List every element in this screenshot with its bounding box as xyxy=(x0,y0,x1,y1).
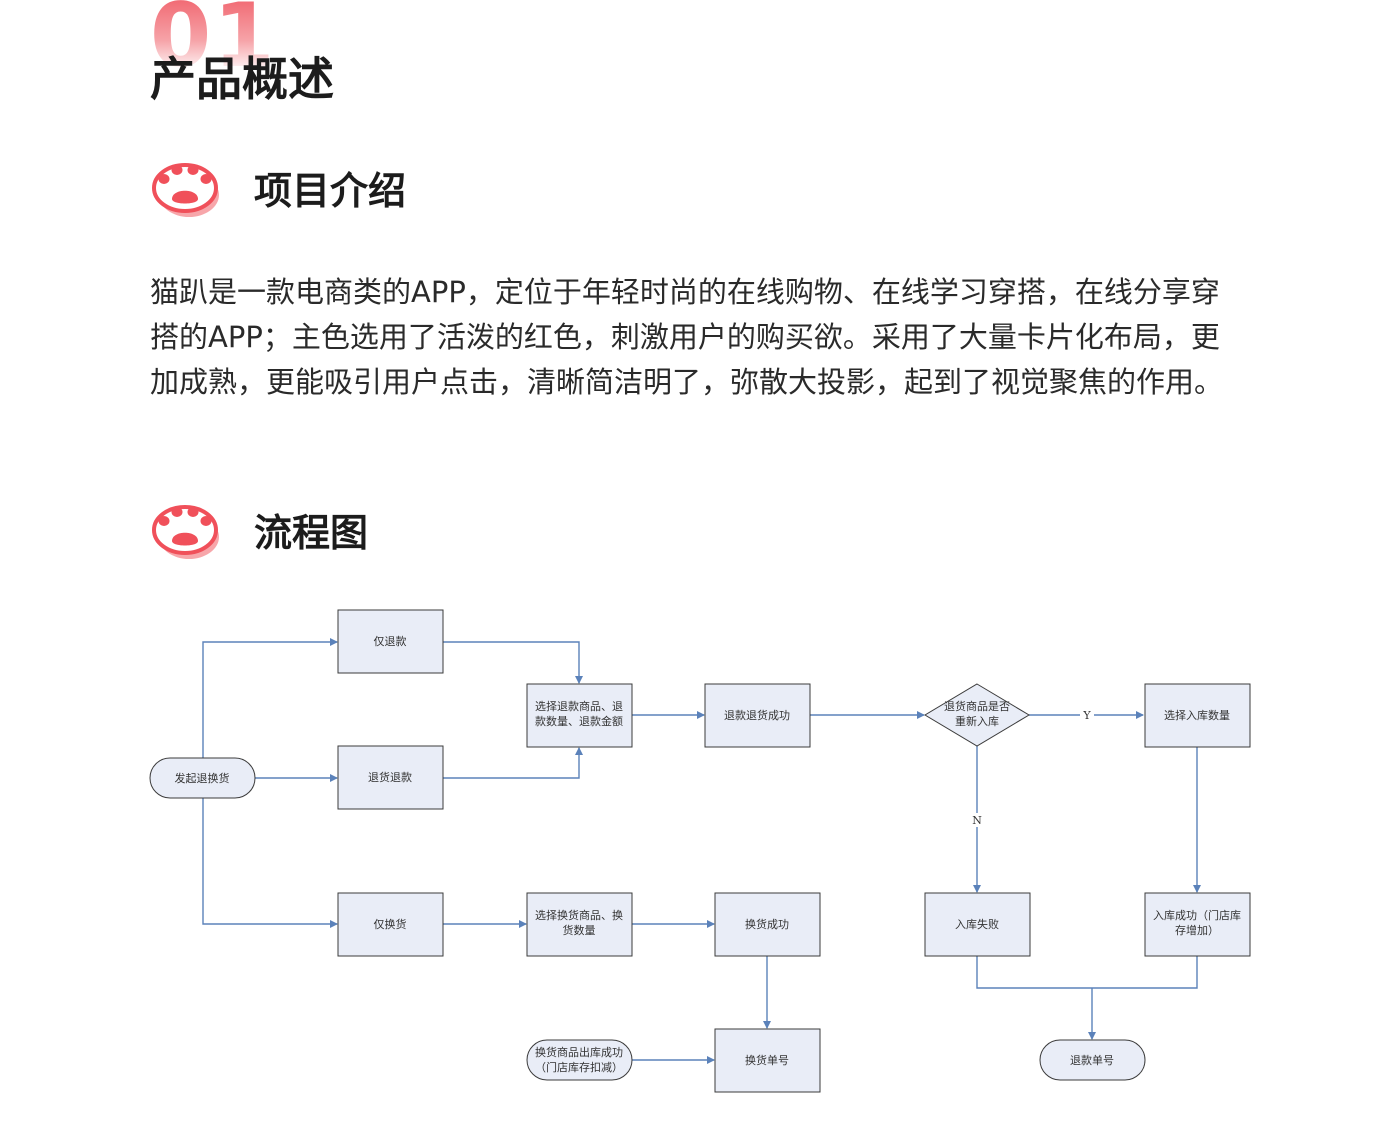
select-refund-node xyxy=(526,683,633,748)
select-exchange-label-2: 货数量 xyxy=(563,923,596,937)
exchange-only-label: 仅换货 xyxy=(374,917,407,931)
decision-label-2: 重新入库 xyxy=(955,714,999,728)
subsection-title: 项目介绍 xyxy=(254,169,407,213)
exchange-out-label-1: 换货商品出库成功 xyxy=(535,1045,623,1059)
flowchart: Y N 发起退换货 仅退款 退货退款 仅换货 选择退款商品、退 款数量、退款金额… xyxy=(149,609,1251,1093)
start-node-label: 发起退换货 xyxy=(175,771,230,785)
paw-icon xyxy=(152,163,219,217)
stock-success-label-2: 存增加） xyxy=(1175,923,1219,937)
refund-only-label: 仅退款 xyxy=(374,634,407,648)
section-number: 01 xyxy=(150,0,276,80)
no-label: N xyxy=(972,814,982,827)
refund-no-label: 退款单号 xyxy=(1070,1053,1114,1067)
select-qty-label: 选择入库数量 xyxy=(1164,708,1230,722)
return-refund-node xyxy=(337,745,444,810)
stock-fail-node xyxy=(924,892,1031,957)
return-refund-label: 退货退款 xyxy=(368,770,412,784)
paw-icon xyxy=(152,505,219,559)
flow-connectors xyxy=(202,638,1201,1064)
stock-fail-label: 入库失败 xyxy=(955,917,999,931)
exchange-success-node xyxy=(714,892,821,957)
refund-only-node xyxy=(337,609,444,674)
start-node xyxy=(149,757,256,799)
refund-success-node xyxy=(704,683,811,748)
intro-paragraph: 猫趴是一款电商类的APP，定位于年轻时尚的在线购物、在线学习穿搭，在线分享穿搭的… xyxy=(150,275,1224,399)
yes-label: Y xyxy=(1082,709,1091,722)
exchange-only-node xyxy=(337,892,444,957)
refund-success-label: 退款退货成功 xyxy=(724,708,790,722)
exchange-no-node xyxy=(714,1028,821,1093)
section-title: 产品概述 xyxy=(150,52,334,106)
refund-no-node xyxy=(1039,1039,1146,1081)
subsection-title: 流程图 xyxy=(254,511,369,555)
exchange-out-label-2: （门店库存扣减） xyxy=(535,1060,623,1074)
decision-node xyxy=(924,683,1030,747)
select-qty-node xyxy=(1144,683,1251,748)
select-exchange-label-1: 选择换货商品、换 xyxy=(535,908,623,922)
select-refund-label-2: 款数量、退款金额 xyxy=(535,714,623,728)
exchange-no-label: 换货单号 xyxy=(745,1053,789,1067)
exchange-out-node xyxy=(526,1039,633,1081)
stock-success-node xyxy=(1144,892,1251,957)
select-refund-label-1: 选择退款商品、退 xyxy=(535,699,623,713)
exchange-success-label: 换货成功 xyxy=(745,917,789,931)
stock-success-label-1: 入库成功（门店库 xyxy=(1153,908,1241,922)
select-exchange-node xyxy=(526,892,633,957)
decision-label-1: 退货商品是否 xyxy=(944,699,1010,713)
